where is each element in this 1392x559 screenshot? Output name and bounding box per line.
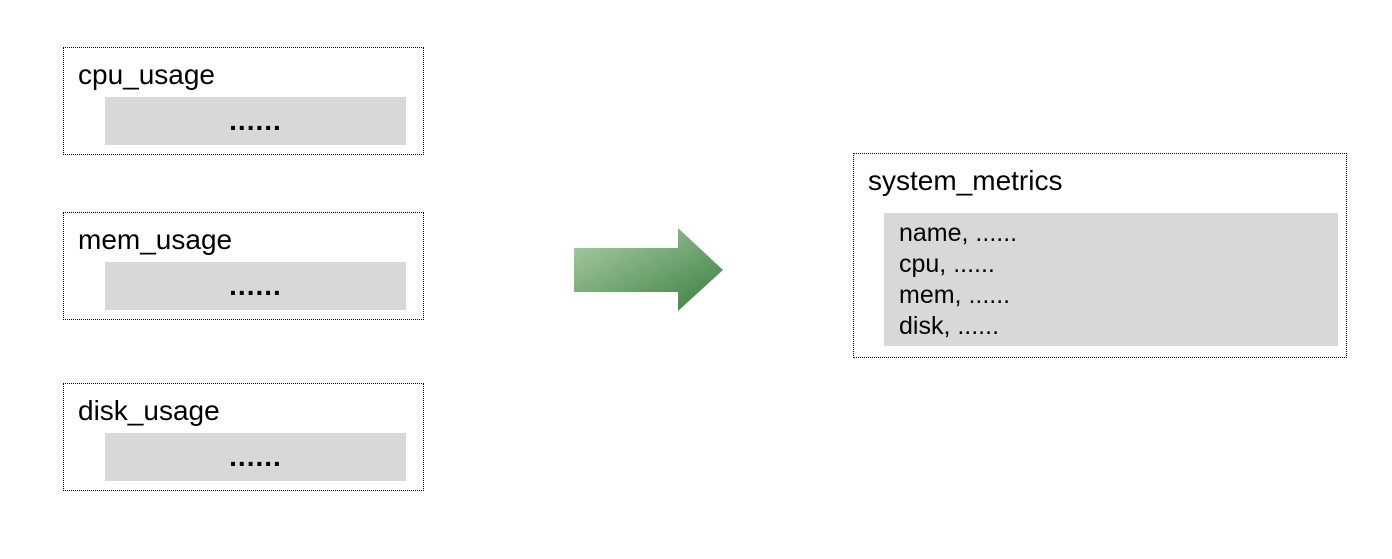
mem-usage-box: mem_usage ......	[63, 212, 424, 320]
cpu-usage-title: cpu_usage	[78, 59, 216, 90]
system-metrics-title: system_metrics	[868, 165, 1063, 196]
merge-arrow-icon	[574, 228, 723, 311]
disk-usage-rows-panel: ......	[105, 433, 406, 481]
field-disk: disk, ......	[899, 312, 1000, 340]
field-cpu: cpu, ......	[899, 250, 995, 278]
mem-usage-title: mem_usage	[78, 224, 233, 255]
cpu-usage-rows-panel: ......	[105, 97, 406, 145]
disk-usage-placeholder-dots: ......	[229, 441, 282, 472]
right-arrow-icon	[574, 228, 723, 311]
mem-usage-rows-panel: ......	[105, 262, 406, 310]
field-name: name, ......	[899, 219, 1018, 247]
cpu-usage-placeholder-dots: ......	[229, 105, 282, 136]
disk-usage-title: disk_usage	[78, 395, 220, 426]
system-metrics-fields-panel: name, ...... cpu, ...... mem, ...... dis…	[884, 213, 1338, 346]
field-mem: mem, ......	[899, 281, 1011, 309]
mem-usage-placeholder-dots: ......	[229, 270, 282, 301]
cpu-usage-box: cpu_usage ......	[63, 47, 424, 155]
disk-usage-box: disk_usage ......	[63, 383, 424, 491]
system-metrics-box: system_metrics name, ...... cpu, ...... …	[853, 153, 1347, 358]
